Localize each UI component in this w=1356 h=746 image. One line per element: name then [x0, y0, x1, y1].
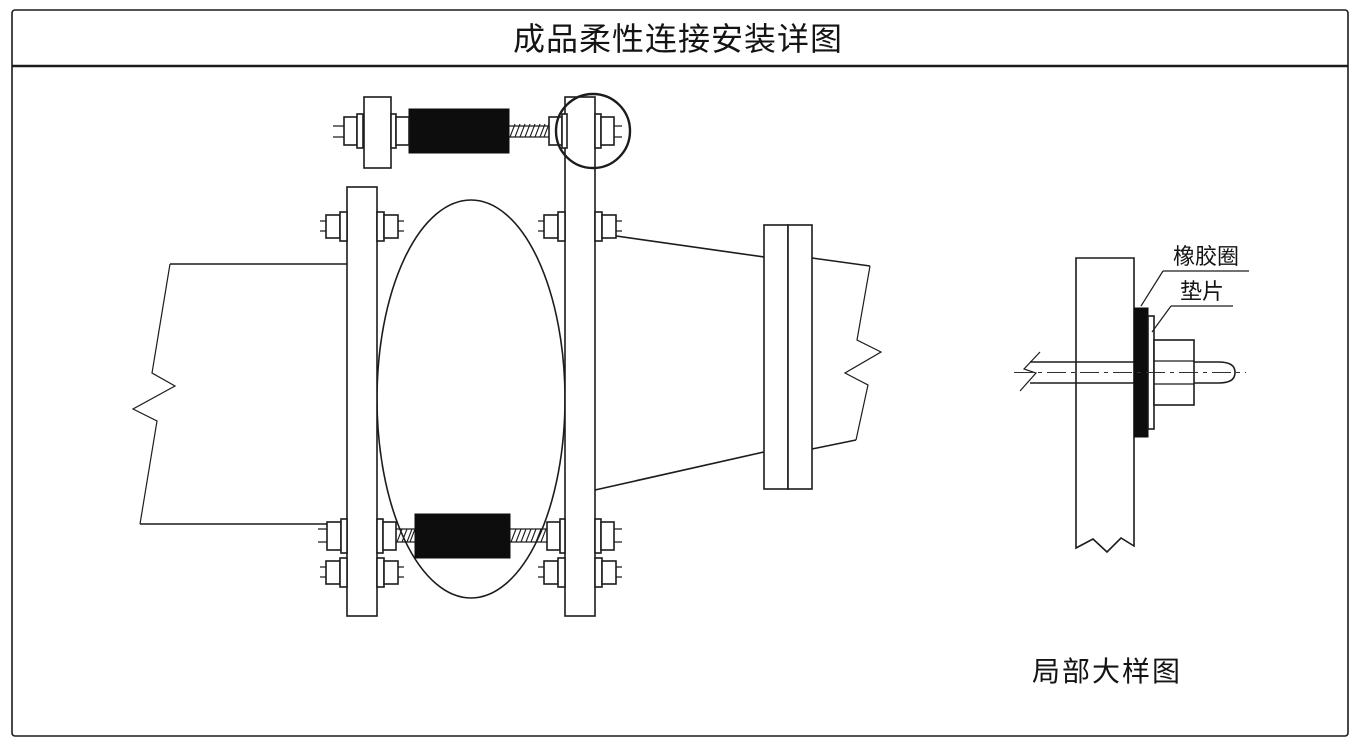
rubber-damper-block-top — [408, 108, 510, 154]
detail-flange — [1075, 257, 1135, 554]
pipe-break-left — [131, 263, 177, 525]
main-view — [131, 92, 883, 617]
leader-rubber-ring — [1140, 270, 1249, 307]
detail-callout-circle — [554, 92, 632, 170]
pipe-break-right — [843, 265, 883, 441]
bolt-break-left — [1019, 351, 1041, 392]
right-pipe — [811, 257, 883, 450]
top-tie-rod-nuts — [343, 113, 615, 149]
left-flange-plate — [346, 186, 378, 617]
bottom-tie-rod-nuts — [326, 518, 615, 554]
label-gasket: 垫片 — [1180, 279, 1224, 304]
thread-hatching-bottom-right — [510, 528, 547, 543]
leader-gasket — [1151, 305, 1233, 333]
bottom-clamp-bolt-nuts — [325, 557, 617, 588]
left-tie-rod-lug — [363, 96, 392, 169]
middle-clamp-bolt-nuts — [325, 211, 617, 242]
right-flange-pair — [763, 224, 813, 490]
thread-hatching-bottom-left — [396, 528, 416, 543]
rubber-damper-block-bottom — [414, 513, 511, 559]
sheet-border — [11, 9, 1349, 737]
detail-caption: 局部大样图 — [1032, 656, 1182, 688]
thread-hatching-top — [509, 123, 550, 138]
joint-flange-plates — [346, 96, 596, 617]
label-rubber-ring: 橡胶圈 — [1173, 244, 1239, 269]
reducer-cone — [594, 232, 765, 491]
right-flange-plate — [564, 96, 596, 617]
detail-view: 橡胶圈 垫片 局部大样图 — [1014, 244, 1249, 688]
sheet-frame — [11, 9, 1349, 737]
drawing-title: 成品柔性连接安装详图 — [513, 21, 843, 57]
left-pipe — [131, 263, 347, 525]
